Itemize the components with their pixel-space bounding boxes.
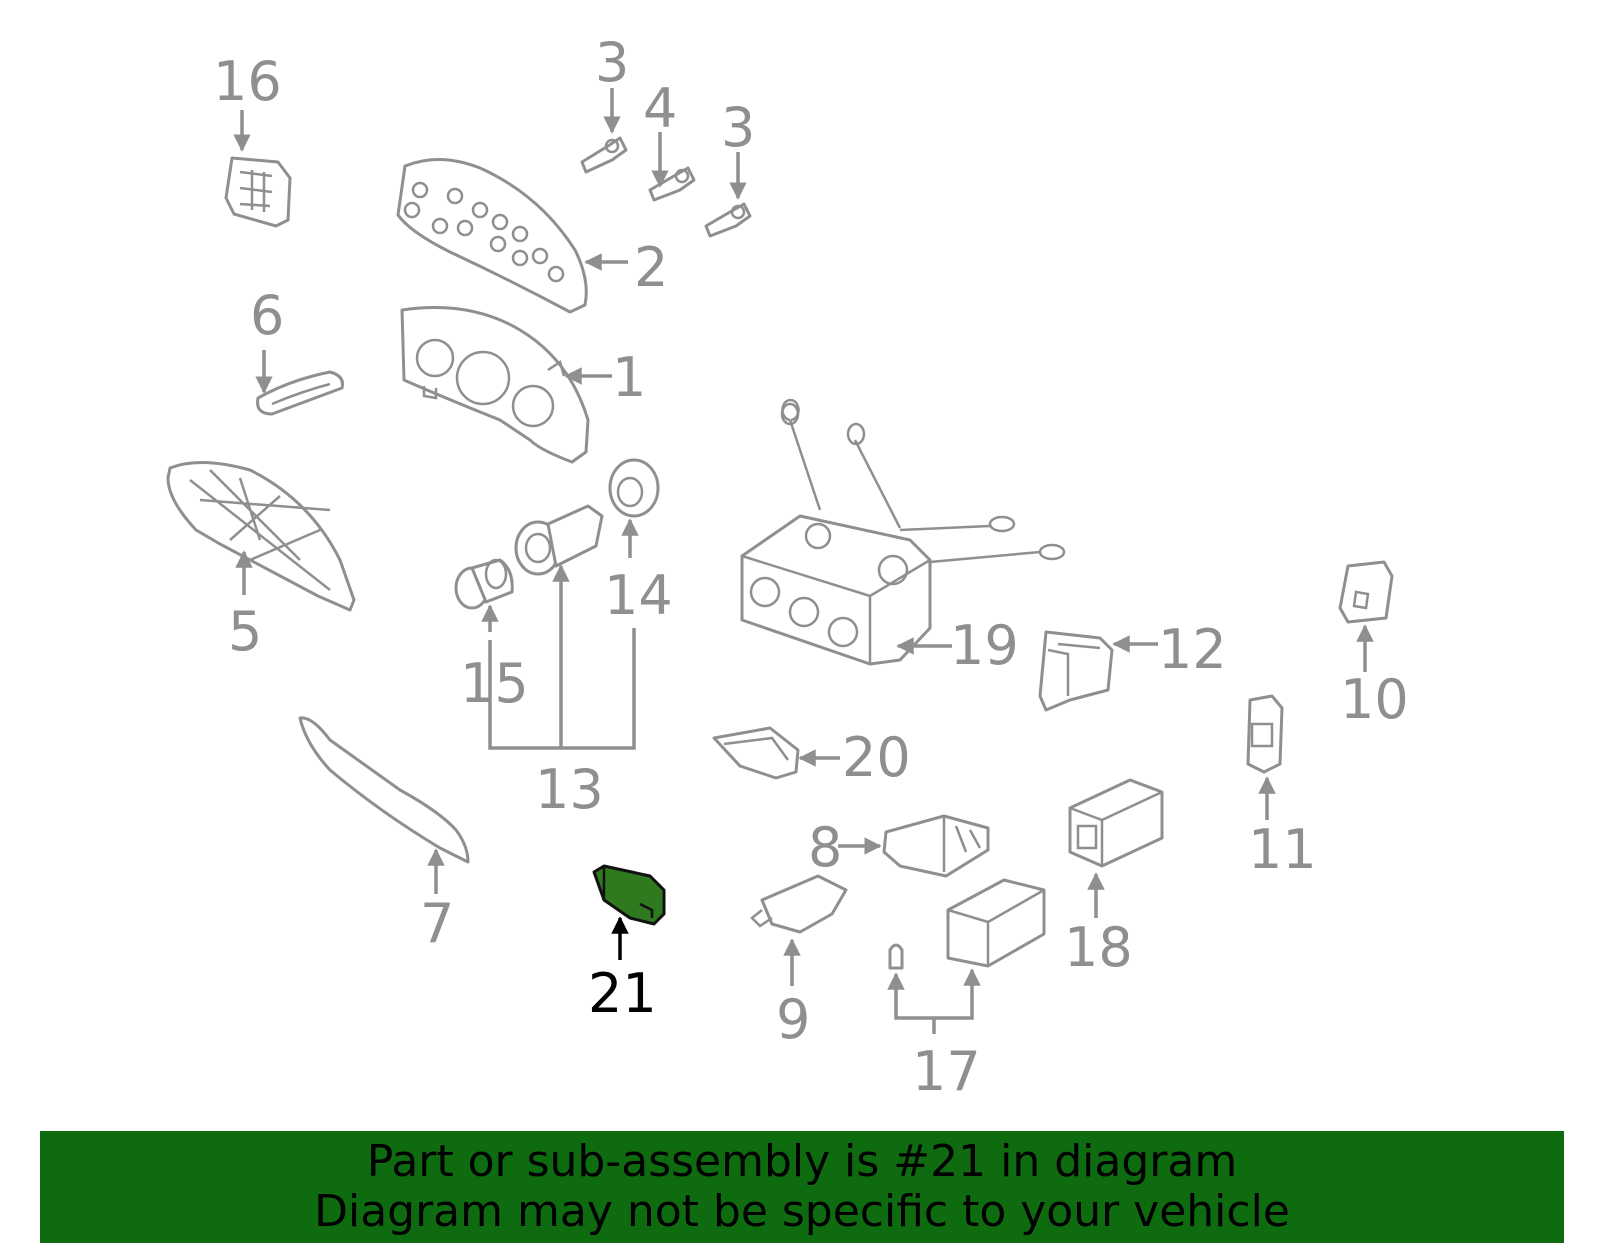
callout-7[interactable]: 7	[420, 892, 454, 955]
callout-17[interactable]: 17	[912, 1040, 981, 1103]
callout-18[interactable]: 18	[1064, 916, 1133, 979]
part-8[interactable]	[882, 814, 990, 878]
part-17[interactable]	[888, 878, 1046, 970]
part-19[interactable]	[740, 398, 1066, 666]
callout-13[interactable]: 13	[535, 758, 604, 821]
banner-line-2: Diagram may not be specific to your vehi…	[314, 1186, 1290, 1237]
part-5[interactable]	[166, 461, 356, 612]
info-banner: Part or sub-assembly is #21 in diagram D…	[40, 1131, 1564, 1243]
callout-20[interactable]: 20	[842, 726, 911, 789]
part-13[interactable]	[514, 504, 604, 576]
callout-5[interactable]: 5	[228, 600, 262, 663]
part-21-highlighted[interactable]	[592, 864, 666, 926]
part-11[interactable]	[1246, 694, 1284, 774]
part-18[interactable]	[1068, 778, 1164, 868]
callout-3-a[interactable]: 3	[595, 31, 629, 94]
callout-8[interactable]: 8	[808, 816, 842, 879]
callout-9[interactable]: 9	[776, 988, 810, 1051]
callout-19[interactable]: 19	[950, 614, 1019, 677]
part-2[interactable]	[396, 157, 588, 314]
part-3-bulb-a[interactable]	[580, 136, 628, 174]
callout-6[interactable]: 6	[250, 284, 284, 347]
part-9[interactable]	[750, 874, 848, 934]
callout-12[interactable]: 12	[1158, 618, 1227, 681]
part-4-bulb[interactable]	[648, 166, 696, 202]
part-7[interactable]	[298, 716, 470, 864]
part-15[interactable]	[454, 558, 514, 610]
callout-10[interactable]: 10	[1340, 668, 1409, 731]
callout-1[interactable]: 1	[612, 346, 646, 409]
part-1[interactable]	[400, 306, 590, 464]
part-20[interactable]	[712, 726, 800, 780]
bracket-17	[894, 1010, 974, 1020]
callout-4[interactable]: 4	[643, 77, 677, 140]
part-12[interactable]	[1038, 630, 1114, 712]
part-6[interactable]	[256, 370, 344, 416]
part-14[interactable]	[608, 458, 660, 518]
callout-3-b[interactable]: 3	[721, 96, 755, 159]
callout-14[interactable]: 14	[604, 564, 673, 627]
callout-21[interactable]: 21	[588, 962, 657, 1025]
callout-16[interactable]: 16	[213, 50, 282, 113]
callout-2[interactable]: 2	[634, 236, 668, 299]
callout-15[interactable]: 15	[460, 652, 529, 715]
banner-line-1: Part or sub-assembly is #21 in diagram	[366, 1136, 1238, 1187]
part-10[interactable]	[1338, 560, 1394, 624]
part-16[interactable]	[224, 156, 292, 228]
part-3-bulb-b[interactable]	[704, 202, 752, 238]
callout-11[interactable]: 11	[1248, 818, 1317, 881]
